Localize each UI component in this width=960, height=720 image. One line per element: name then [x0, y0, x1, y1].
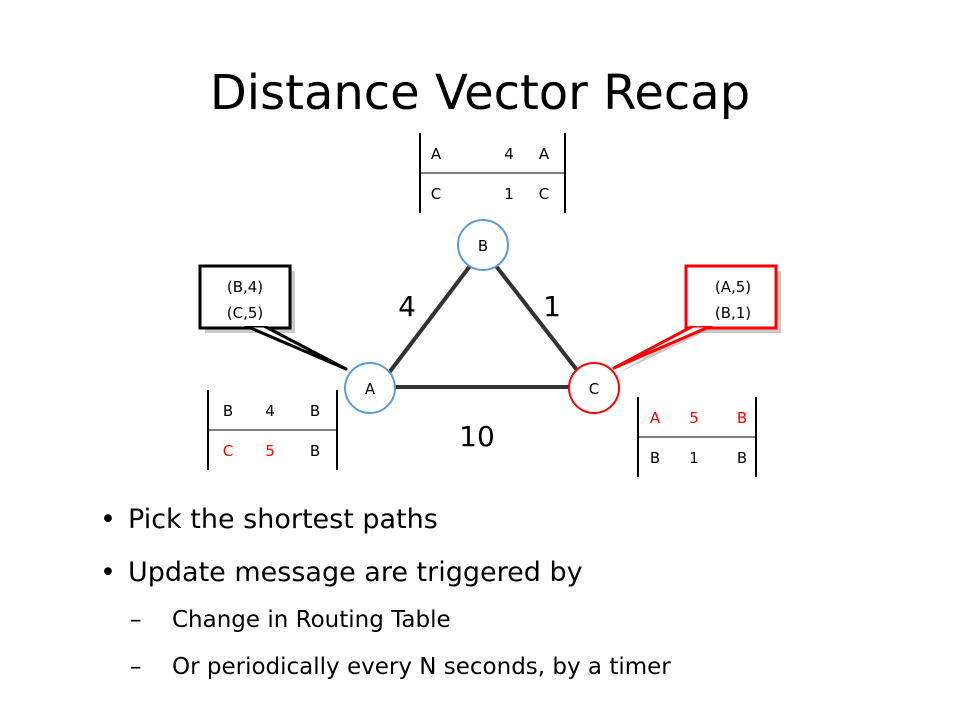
bullet-dot-icon: •: [100, 504, 116, 535]
sub-bullet-text: Or periodically every N seconds, by a ti…: [172, 654, 671, 680]
routing-table-c: A 5 B B 1 B: [637, 397, 757, 477]
table-b-cell: 4: [504, 145, 514, 163]
node-a: A: [344, 362, 396, 414]
table-a-cell: 5: [265, 442, 275, 460]
node-c-label: C: [589, 380, 599, 398]
edge-weight-ab: 4: [398, 290, 416, 323]
message-c-line-2: (B,1): [715, 304, 751, 322]
update-message-c: (A,5) (B,1): [612, 264, 781, 373]
node-a-label: A: [365, 380, 376, 398]
table-b-cell: A: [431, 145, 442, 163]
table-c-cell: 1: [689, 449, 699, 467]
table-c-cell: B: [737, 409, 747, 427]
sub-bullet-dash: –: [130, 654, 142, 680]
edge-b-c: [494, 264, 582, 376]
edge-a-b: [383, 264, 472, 380]
table-a-cell: B: [310, 442, 320, 460]
table-c-cell: B: [650, 449, 660, 467]
table-b-cell: 1: [504, 185, 514, 203]
table-a-cell: C: [223, 442, 233, 460]
message-c-line-1: (A,5): [715, 278, 751, 296]
routing-table-a: B 4 B C 5 B: [207, 390, 338, 470]
table-c-cell: A: [650, 409, 661, 427]
table-b-cell: C: [539, 185, 549, 203]
table-c-cell: 5: [689, 409, 699, 427]
table-c-cell: B: [737, 449, 747, 467]
node-b-label: B: [478, 237, 488, 255]
table-b-cell: C: [431, 185, 441, 203]
message-a-line-1: (B,4): [227, 278, 263, 296]
bullet-dot-icon: •: [100, 557, 116, 588]
update-message-a: (B,4) (C,5): [198, 264, 349, 371]
sub-bullet-text: Change in Routing Table: [172, 607, 451, 633]
edge-weight-bc: 1: [543, 290, 561, 323]
table-a-cell: 4: [265, 402, 275, 420]
message-a-line-2: (C,5): [227, 304, 264, 322]
node-b: B: [457, 219, 509, 271]
bullet-text: Pick the shortest paths: [128, 504, 438, 535]
routing-table-b: A 4 A C 1 C: [419, 133, 566, 213]
edge-weight-ac: 10: [459, 420, 495, 453]
table-a-cell: B: [223, 402, 233, 420]
table-a-cell: B: [310, 402, 320, 420]
node-c: C: [568, 362, 620, 414]
table-b-cell: A: [539, 145, 550, 163]
sub-bullet-dash: –: [130, 607, 142, 633]
bullet-text: Update message are triggered by: [128, 557, 583, 588]
slide-title: Distance Vector Recap: [209, 65, 751, 121]
